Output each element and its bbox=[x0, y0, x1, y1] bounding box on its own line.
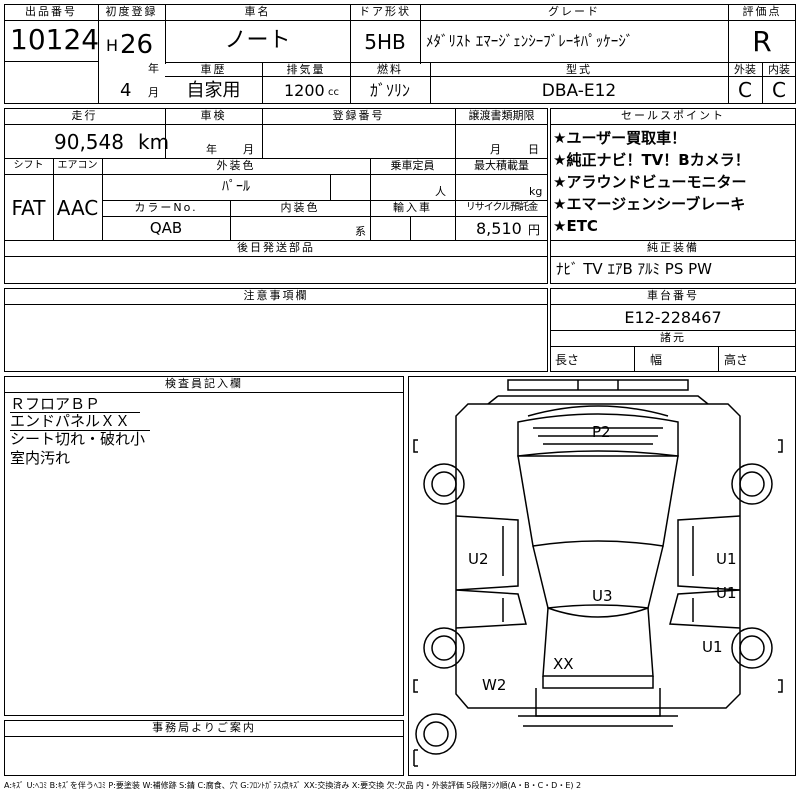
transfer-day-unit: 日 bbox=[528, 143, 539, 156]
sales-points-box bbox=[550, 108, 796, 284]
inspector-line: シート切れ・破れ小 bbox=[10, 430, 146, 448]
damage-mark-u1: U1 bbox=[716, 550, 737, 568]
equipment: ﾅﾋﾞ TV ｴｱB ｱﾙﾐ PS PW bbox=[556, 260, 712, 278]
import-label: 輸入車 bbox=[393, 201, 432, 214]
sales-point: ★ETC bbox=[553, 217, 598, 235]
capacity-label: 乗車定員 bbox=[390, 159, 435, 172]
shift: FAT bbox=[11, 196, 46, 220]
reg-year-unit: 年 bbox=[148, 62, 159, 75]
reg-month: 4 bbox=[120, 80, 132, 101]
capacity-unit: 人 bbox=[435, 185, 446, 198]
score-label: 評価点 bbox=[742, 5, 782, 18]
mileage-label: 走行 bbox=[71, 109, 98, 122]
score: R bbox=[752, 25, 772, 58]
history: 自家用 bbox=[186, 80, 241, 101]
shift-label: シフト bbox=[13, 160, 44, 171]
max-load-label: 最大積載量 bbox=[474, 159, 529, 172]
inspection-month-unit: 月 bbox=[243, 143, 254, 156]
office-box bbox=[4, 720, 404, 776]
recycle-label: リサイクル預託金 bbox=[465, 202, 539, 213]
inspection-year-unit: 年 bbox=[206, 143, 217, 156]
grade: ﾒﾀﾞﾘｽﾄ ｴﾏｰｼﾞｪﾝｼｰﾌﾞﾚｰｷﾊﾟｯｹｰｼﾞ bbox=[426, 32, 634, 50]
sales-points-label: セールスポイント bbox=[621, 109, 725, 122]
car-name: ノート bbox=[224, 28, 291, 53]
sales-point: ★アラウンドビューモニター bbox=[553, 173, 747, 191]
interior-grade: C bbox=[772, 78, 786, 102]
era: H bbox=[106, 36, 119, 55]
transfer-month-unit: 月 bbox=[490, 143, 501, 156]
notes-box bbox=[4, 288, 548, 372]
aircon-label: エアコン bbox=[57, 160, 98, 171]
car-name-label: 車名 bbox=[244, 5, 271, 18]
door-label: ドア形状 bbox=[359, 5, 411, 18]
mileage: 90,548 bbox=[54, 130, 124, 154]
chassis-label: 車台番号 bbox=[647, 289, 699, 302]
exterior-grade: C bbox=[738, 78, 752, 102]
damage-mark-xx: XX bbox=[553, 655, 574, 673]
listing-no: 10124 bbox=[10, 23, 100, 56]
first-reg-label: 初度登録 bbox=[105, 5, 158, 18]
max-load-unit: kg bbox=[529, 185, 543, 198]
sales-point: ★純正ナビ！TV！Bカメラ！ bbox=[553, 151, 750, 169]
damage-mark-u3: U3 bbox=[592, 587, 613, 605]
inspection-label: 車検 bbox=[200, 109, 227, 122]
damage-mark-u1: U1 bbox=[716, 584, 737, 602]
listing-no-label: 出品番号 bbox=[25, 5, 77, 18]
sales-point: ★ユーザー買取車！ bbox=[553, 129, 687, 147]
damage-diagram-box bbox=[408, 376, 796, 776]
inspector-line: エンドパネルＸＸ bbox=[10, 412, 131, 430]
inspector-line: ＲフロアＢＰ bbox=[10, 395, 101, 413]
damage-mark-w2: W2 bbox=[482, 676, 507, 694]
height-label: 高さ bbox=[724, 353, 749, 367]
model: DBA-E12 bbox=[541, 81, 617, 101]
displacement: 1200 bbox=[284, 81, 325, 100]
color-no: QAB bbox=[149, 219, 183, 237]
door-type: 5HB bbox=[364, 30, 406, 54]
transfer-label: 譲渡書類期限 bbox=[468, 109, 535, 122]
color-no-label: カラーNo. bbox=[134, 201, 198, 214]
int-color-unit: 系 bbox=[355, 225, 366, 238]
fuel: ｶﾞｿﾘﾝ bbox=[369, 81, 410, 100]
displacement-unit: cc bbox=[328, 87, 339, 98]
ext-color-label: 外装色 bbox=[216, 159, 256, 172]
car-diagram bbox=[413, 379, 783, 767]
length-label: 長さ bbox=[555, 353, 580, 367]
equipment-label: 純正装備 bbox=[647, 241, 699, 254]
inspector-box bbox=[4, 376, 404, 716]
ext-color: ﾊﾟｰﾙ bbox=[222, 179, 250, 195]
reg-month-unit: 月 bbox=[148, 86, 159, 99]
history-label: 車歴 bbox=[200, 63, 227, 76]
reg-year: 26 bbox=[120, 30, 154, 60]
recycle: 8,510 bbox=[476, 219, 522, 238]
legend: A:ｷｽﾞ U:ﾍｺﾐ B:ｷｽﾞを伴うﾍｺﾐ P:要塗装 W:補修跡 S:錆 … bbox=[4, 781, 582, 790]
aircon: AAC bbox=[56, 196, 99, 220]
exterior-label: 外装 bbox=[734, 63, 756, 76]
damage-mark-p2: P2 bbox=[592, 423, 611, 441]
inspector-line: 室内汚れ bbox=[10, 449, 71, 467]
recycle-unit: 円 bbox=[528, 223, 541, 237]
notes-label: 注意事項欄 bbox=[243, 289, 309, 302]
mileage-unit: km bbox=[138, 130, 170, 154]
interior-label: 内装 bbox=[768, 63, 790, 76]
reg-no-label: 登録番号 bbox=[332, 109, 385, 122]
fuel-label: 燃料 bbox=[377, 63, 403, 76]
model-label: 型式 bbox=[566, 63, 592, 76]
chassis-no: E12-228467 bbox=[624, 308, 722, 327]
width-label: 幅 bbox=[650, 353, 663, 367]
spec-label: 諸元 bbox=[660, 331, 686, 344]
later-parts-label: 後日発送部品 bbox=[237, 241, 315, 254]
damage-mark-u2: U2 bbox=[468, 550, 489, 568]
damage-mark-u1: U1 bbox=[702, 638, 723, 656]
office-label: 事務局よりご案内 bbox=[152, 721, 256, 734]
inspector-label: 検査員記入欄 bbox=[165, 377, 243, 390]
displacement-label: 排気量 bbox=[286, 63, 326, 76]
sales-point: ★エマージェンシーブレーキ bbox=[553, 195, 746, 213]
grade-label: グレード bbox=[548, 5, 600, 18]
int-color-label: 内装色 bbox=[280, 201, 320, 214]
vehicle-details bbox=[4, 108, 548, 284]
